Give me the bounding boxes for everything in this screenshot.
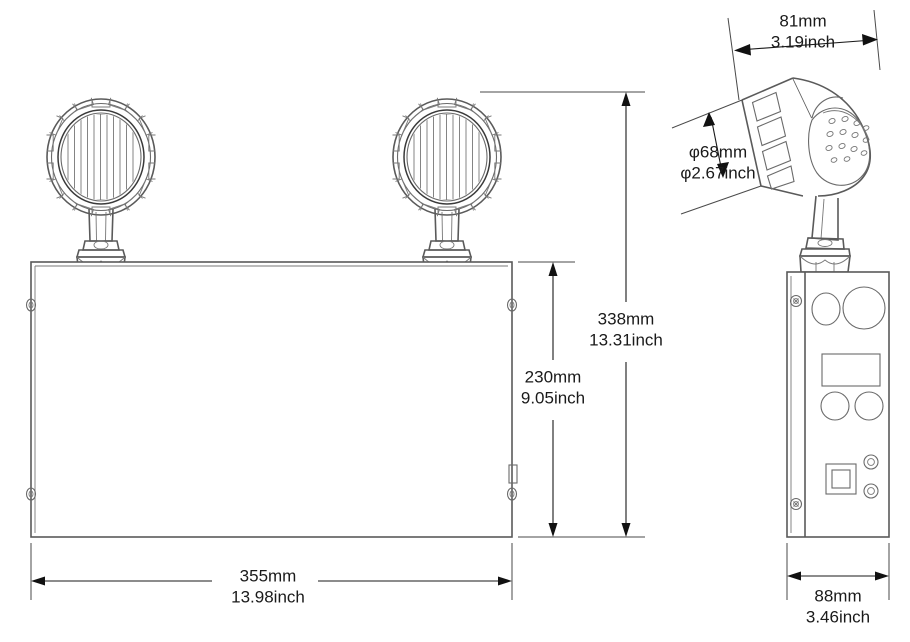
- dim-housing-depth-mm: 88mm: [814, 586, 861, 605]
- led-reflector-face: [808, 107, 871, 186]
- led-hole-upper: [863, 454, 879, 470]
- dim-overall-width-inch: 13.98inch: [231, 587, 305, 606]
- lamp-head-detail-angled: [741, 77, 872, 273]
- housing-screw-left-top: [25, 298, 37, 312]
- dim-head-length-inch: 3.19inch: [771, 32, 835, 51]
- housing-screw-left-bottom: [25, 487, 37, 501]
- panel-screw-top: [789, 294, 803, 308]
- dim-overall-height-inch: 13.31inch: [589, 330, 663, 349]
- housing-side-switch-tab: [508, 464, 518, 484]
- dim-head-length: 81mm 3.19inch: [727, 9, 881, 101]
- led-hole-lower: [863, 483, 879, 499]
- lamp-head-right: [393, 98, 502, 275]
- vent-circle-large: [842, 286, 886, 330]
- panel-screw-bottom: [789, 497, 803, 511]
- dim-overall-height: 338mm 13.31inch: [480, 91, 663, 538]
- main-housing-box: [25, 261, 518, 538]
- led-dot-array: [825, 116, 870, 163]
- dim-overall-height-mm: 338mm: [598, 309, 655, 328]
- dim-overall-width-mm: 355mm: [240, 566, 297, 585]
- housing-screw-right-bottom: [506, 487, 518, 501]
- dim-housing-height-inch: 9.05inch: [521, 388, 585, 407]
- dim-housing-depth-inch: 3.46inch: [806, 607, 870, 626]
- dim-head-diameter: φ68mm φ2.67inch: [671, 99, 762, 215]
- vent-circle-small: [811, 292, 841, 326]
- front-view-group: [25, 98, 518, 538]
- side-view-group: [741, 77, 890, 538]
- dim-head-diameter-inch: φ2.67inch: [680, 163, 755, 182]
- test-switch-square[interactable]: [825, 463, 857, 495]
- dim-housing-height-mm: 230mm: [525, 367, 582, 386]
- display-rectangle: [821, 353, 881, 387]
- bezel-slots: [751, 91, 795, 190]
- dim-head-length-mm: 81mm: [779, 11, 826, 30]
- dim-housing-depth: 88mm 3.46inch: [786, 543, 890, 626]
- side-housing-panel: [786, 271, 890, 538]
- dim-head-diameter-mm: φ68mm: [689, 142, 747, 161]
- dim-housing-height: 230mm 9.05inch: [518, 261, 585, 538]
- indicator-circle-left: [820, 391, 850, 421]
- housing-screw-right-top: [506, 298, 518, 312]
- dim-overall-width: 355mm 13.98inch: [30, 543, 513, 606]
- lamp-head-left: [47, 98, 156, 275]
- indicator-circle-right: [854, 391, 884, 421]
